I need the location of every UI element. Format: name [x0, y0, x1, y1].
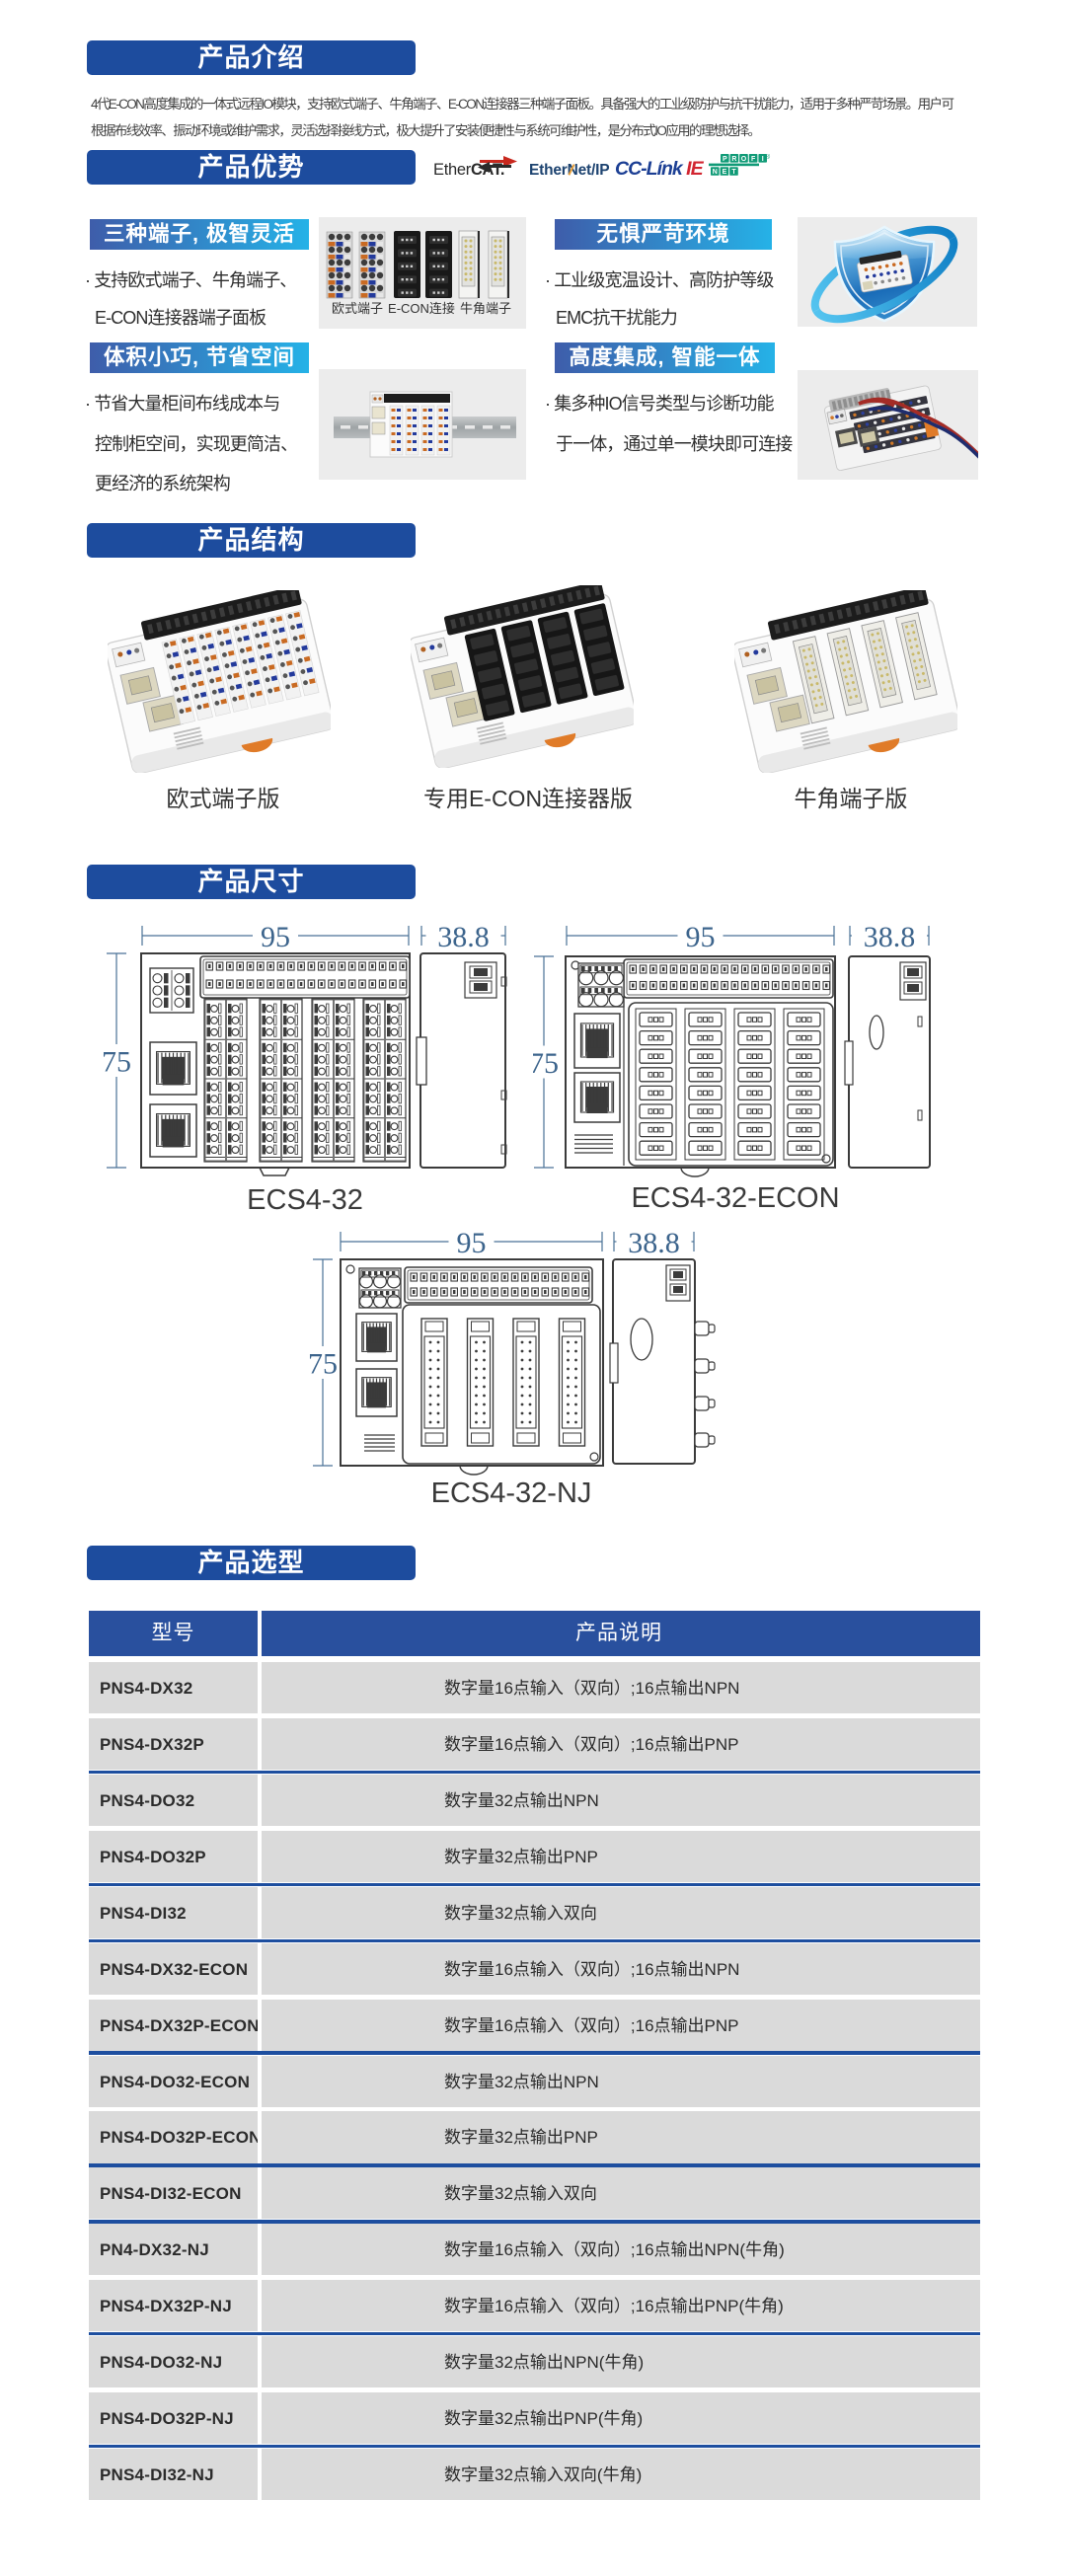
svg-text:P: P: [723, 156, 727, 163]
svg-text:O: O: [741, 156, 747, 163]
svg-text:75: 75: [308, 1347, 338, 1380]
svg-text:E: E: [723, 169, 727, 176]
svg-text:95: 95: [261, 921, 290, 953]
svg-text:E-CON连接: E-CON连接: [388, 301, 455, 316]
svg-text:牛角端子: 牛角端子: [460, 301, 511, 316]
svg-text:F: F: [751, 156, 756, 163]
svg-text:95: 95: [686, 921, 716, 953]
svg-text:95: 95: [457, 1227, 487, 1259]
svg-text:R: R: [731, 156, 736, 163]
svg-text:75: 75: [102, 1045, 131, 1078]
svg-text:N: N: [713, 169, 718, 176]
svg-text:38.8: 38.8: [628, 1227, 680, 1259]
svg-text:38.8: 38.8: [437, 921, 490, 953]
svg-text:T: T: [731, 169, 736, 176]
svg-text:38.8: 38.8: [864, 921, 916, 953]
svg-text:75: 75: [533, 1047, 559, 1080]
svg-text:I: I: [762, 156, 764, 163]
svg-text:欧式端子: 欧式端子: [332, 301, 383, 316]
svg-text:®: ®: [765, 154, 771, 161]
